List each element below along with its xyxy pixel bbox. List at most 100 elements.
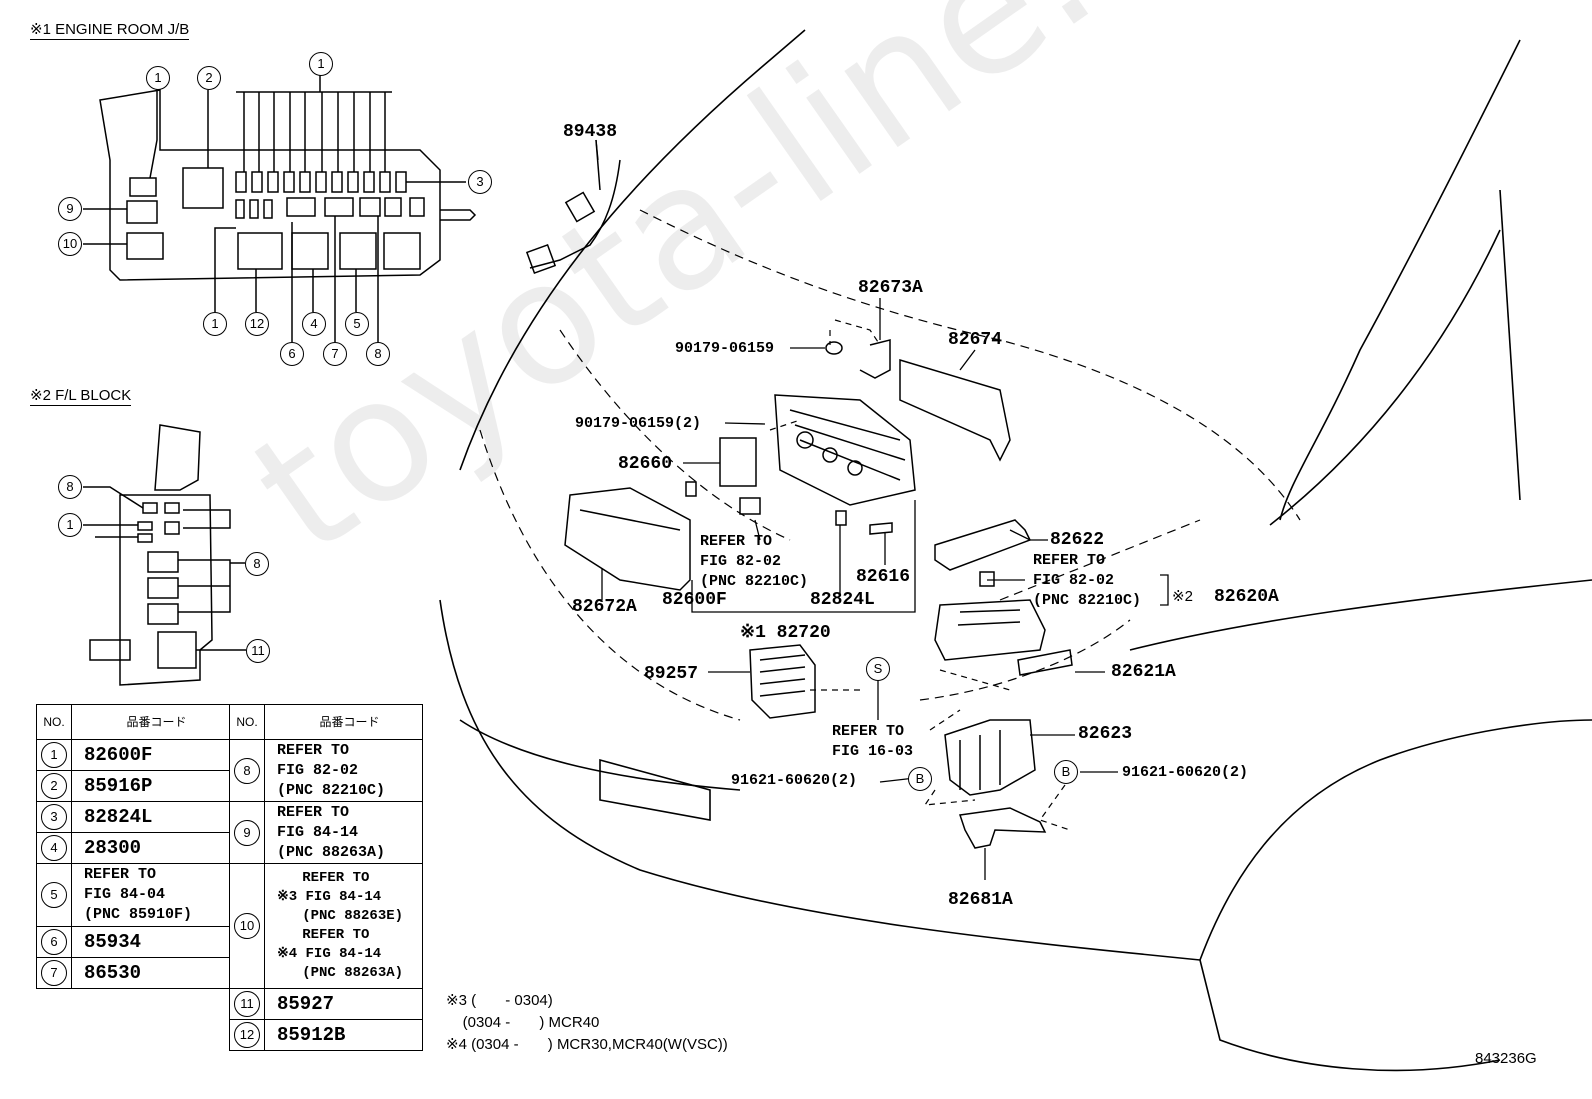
table-header-code: 品番コード (71, 704, 230, 740)
note-line: ※4 (0304 - ) MCR30,MCR40(W(VSC)) (446, 1036, 728, 1053)
table-row: 6 85934 (36, 926, 423, 958)
part-label-89257: 89257 (644, 664, 699, 684)
part-label-82681A: 82681A (948, 890, 1013, 910)
part-label-82672A: 82672A (572, 597, 637, 617)
row-code: 85927 (264, 988, 423, 1020)
row-code: REFER TO FIG 84-14 (PNC 88263A) (264, 801, 423, 864)
row-code: 85934 (71, 926, 230, 958)
hood-outline (459, 29, 806, 471)
front-grille (599, 758, 711, 821)
row-number: 9 (234, 819, 260, 846)
row-number: 11 (234, 991, 260, 1017)
circle-callout-b: B (1054, 760, 1078, 784)
hidden-line-2 (559, 329, 791, 541)
table-row: 5 REFER TO FIG 84-04 (PNC 85910F) 10 REF… (36, 863, 423, 989)
jb-callout: 1 (146, 66, 170, 90)
row-number: 8 (234, 757, 260, 784)
row-code: 28300 (71, 832, 230, 864)
hidden-line-3 (479, 429, 741, 721)
part-label-90179-2: 90179-06159(2) (575, 415, 702, 432)
windshield-line (1269, 229, 1501, 526)
jb-callout: 8 (366, 342, 390, 366)
table-row: 12 85912B (37, 1019, 423, 1051)
jb-callout: 6 (280, 342, 304, 366)
table-row: 7 86530 (36, 957, 423, 989)
jb-callout: 1 (309, 52, 333, 76)
jb-callout: 3 (468, 170, 492, 194)
part-label-82616: 82616 (856, 567, 911, 587)
part-label-91621-left: 91621-60620(2) (731, 772, 858, 789)
part-label-82660: 82660 (618, 454, 673, 474)
jb-callout: 1 (203, 312, 227, 336)
table-row: 3 82824L 9 REFER TO FIG 84-14 (PNC 88263… (36, 801, 423, 864)
engine-room-jb-drawing (83, 68, 477, 342)
refer-fig-82-02: REFER TO FIG 82-02 (PNC 82210C) (700, 533, 809, 590)
part-label-82674: 82674 (948, 330, 1003, 350)
fl-callout: 8 (58, 475, 82, 499)
row-number: 3 (41, 804, 67, 830)
dashed-leaders (769, 319, 1071, 831)
fl-callout: 8 (245, 552, 269, 576)
jb-callout: 12 (245, 312, 269, 336)
fl-callout: 11 (246, 639, 270, 663)
table-header-code: 品番コード (264, 704, 423, 740)
wheel-arch (1199, 719, 1592, 961)
row-code: REFER TO FIG 84-04 (PNC 85910F) (71, 863, 230, 927)
jb-callout: 9 (58, 197, 82, 221)
row-number: 7 (41, 960, 67, 986)
row-number: 4 (41, 835, 67, 861)
figure-code: 843236G (1475, 1050, 1537, 1067)
note-line: (0304 - ) MCR40 (446, 1014, 600, 1031)
part-label-82600F: 82600F (662, 590, 727, 610)
row-code: 86530 (71, 957, 230, 989)
jb-callout: 10 (58, 232, 82, 256)
refer-fig-16-03: REFER TO FIG 16-03 (832, 723, 914, 760)
row-code: 82824L (71, 801, 230, 833)
row-code: REFER TO ※3 FIG 84-14 (PNC 88263E) REFER… (264, 863, 423, 989)
fl-block-title: ※2 F/L BLOCK (30, 387, 132, 406)
fl-block-drawing (83, 424, 246, 686)
part-label-91621-right: 91621-60620(2) (1122, 764, 1249, 781)
part-label-82824L: 82824L (810, 590, 875, 610)
row-number: 2 (41, 773, 67, 799)
jb-callout: 2 (197, 66, 221, 90)
table-header-no: NO. (229, 704, 265, 740)
part-label-90179: 90179-06159 (675, 340, 775, 357)
note-line: ※3 ( - 0304) (446, 992, 553, 1009)
part-label-89438: 89438 (563, 122, 618, 142)
fender-outline (1279, 39, 1521, 521)
row-number: 5 (41, 882, 67, 908)
row-number: 10 (234, 913, 260, 939)
side-line (1129, 579, 1592, 651)
refer-fig-82-02-b: REFER TO FIG 82-02 (PNC 82210C) (1033, 552, 1142, 609)
components-drawing (525, 139, 1073, 849)
part-label-82620A: 82620A (1214, 587, 1279, 607)
jb-callout: 7 (323, 342, 347, 366)
engine-room-jb-title: ※1 ENGINE ROOM J/B (30, 21, 190, 40)
table-row: 1 82600F 8 REFER TO FIG 82-02 (PNC 82210… (36, 739, 423, 802)
part-label-82720: ※1 82720 (740, 623, 831, 643)
lower-body (1199, 959, 1501, 1072)
part-label-82673A: 82673A (858, 278, 923, 298)
row-number: 6 (41, 929, 67, 955)
part-label-82622: 82622 (1050, 530, 1105, 550)
bumper-outline (439, 599, 1201, 961)
row-number: 1 (41, 742, 67, 768)
part-label-82623: 82623 (1078, 724, 1133, 744)
jb-callout: 5 (345, 312, 369, 336)
windshield-edge (1499, 189, 1521, 501)
circle-callout-s: S (866, 657, 890, 681)
table-row: 11 85927 (37, 988, 423, 1020)
row-code: 85916P (71, 770, 230, 802)
leader-lines (595, 139, 1169, 880)
part-label-82621A: 82621A (1111, 662, 1176, 682)
row-code: 85912B (264, 1019, 423, 1051)
row-code: 82600F (71, 739, 230, 771)
jb-callout: 4 (302, 312, 326, 336)
circle-callout-b: B (908, 767, 932, 791)
row-number: 12 (234, 1022, 260, 1048)
fl-callout: 1 (58, 513, 82, 537)
mark-2: ※2 (1172, 588, 1193, 605)
row-code: REFER TO FIG 82-02 (PNC 82210C) (264, 739, 423, 802)
